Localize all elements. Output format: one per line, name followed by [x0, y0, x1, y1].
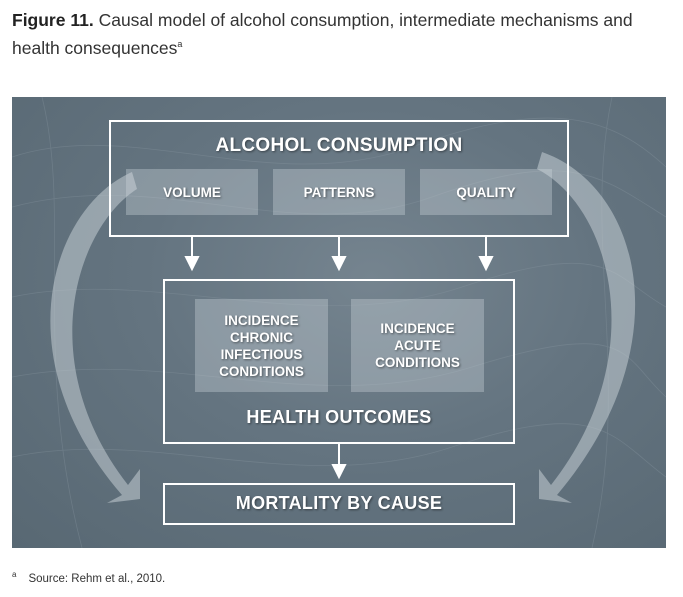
right-curved-arrow-shape: [537, 152, 636, 503]
figure-title: Causal model of alcohol consumption, int…: [12, 10, 633, 58]
alcohol-consumption-box: ALCOHOL CONSUMPTION: [109, 120, 569, 237]
patterns-box: PATTERNS: [273, 169, 405, 215]
figure-caption: Figure 11. Causal model of alcohol consu…: [12, 8, 672, 60]
health-outcomes-title: HEALTH OUTCOMES: [246, 407, 432, 427]
diagram-panel: ALCOHOL CONSUMPTION VOLUME PATTERNS QUAL…: [12, 97, 666, 548]
health-outcomes-box: HEALTH OUTCOMES: [163, 279, 515, 444]
caption-superscript: a: [177, 39, 183, 49]
mortality-by-cause-title: MORTALITY BY CAUSE: [235, 493, 443, 513]
alcohol-consumption-title: ALCOHOL CONSUMPTION: [215, 135, 463, 156]
acute-conditions-box: INCIDENCE ACUTE CONDITIONS: [351, 299, 484, 392]
source-footnote: a Source: Rehm et al., 2010.: [12, 570, 165, 585]
mortality-by-cause-box: MORTALITY BY CAUSE: [163, 483, 515, 525]
quality-box: QUALITY: [420, 169, 552, 215]
footnote-text: Source: Rehm et al., 2010.: [28, 572, 166, 585]
footnote-mark: a: [12, 570, 17, 579]
figure-number: Figure 11.: [12, 10, 94, 30]
volume-box: VOLUME: [126, 169, 258, 215]
chronic-conditions-box: INCIDENCE CHRONIC INFECTIOUS CONDITIONS: [195, 299, 328, 392]
diagram-background: [12, 97, 666, 548]
left-curved-arrow-shape: [50, 172, 140, 503]
